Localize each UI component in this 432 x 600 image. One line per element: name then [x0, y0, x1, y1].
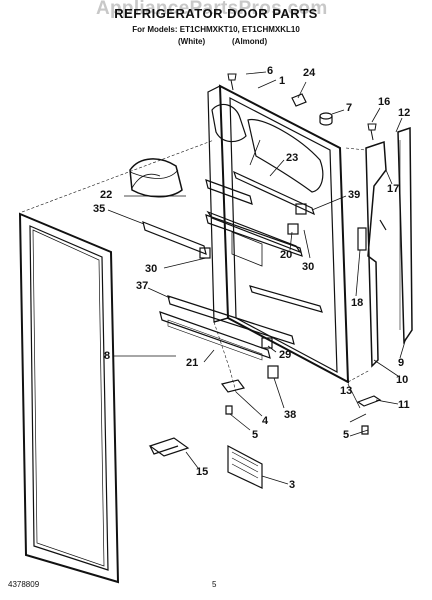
end-cap-38 [267, 365, 279, 379]
color-almond-label: (Almond) [232, 37, 268, 46]
callout-5-left: 5 [252, 429, 259, 441]
callout-35: 35 [93, 203, 106, 215]
shelf-retainer-bar-35 [142, 221, 207, 255]
callout-15: 15 [196, 466, 209, 478]
callout-39: 39 [348, 189, 361, 201]
callout-29: 29 [279, 349, 292, 361]
callout-11: 11 [398, 399, 410, 411]
assembly-dashed-lines [21, 139, 371, 393]
diagram-title: REFRIGERATOR DOOR PARTS [114, 6, 318, 21]
callout-21: 21 [186, 357, 199, 369]
leader-lines [107, 71, 407, 485]
callout-8: 8 [104, 350, 111, 362]
end-cap-39 [295, 203, 307, 215]
callout-20: 20 [280, 249, 293, 261]
screw-6 [227, 73, 237, 91]
callout-9: 9 [398, 357, 405, 369]
door-liner [205, 84, 350, 384]
egg-tray-15 [148, 437, 190, 457]
watermark: AppliancePartsPros.com [96, 0, 328, 19]
page-number: 5 [212, 580, 217, 589]
callout-4: 4 [262, 415, 269, 427]
door-shelf-bar-23 [232, 170, 316, 216]
callout-5-right: 5 [343, 429, 350, 441]
hinge-11 [356, 395, 382, 407]
screw-5a [225, 405, 233, 415]
clip-24 [291, 93, 307, 107]
door-handle-assembly [357, 123, 413, 368]
door-shelf-bar-upper [206, 210, 302, 254]
model-numbers: For Models: ET1CHMXKT10, ET1CHMXKL10 [132, 25, 300, 34]
callout-30-left: 30 [145, 263, 158, 275]
door-stop-4 [220, 379, 246, 393]
callout-30-right: 30 [302, 261, 315, 273]
callout-13: 13 [340, 385, 353, 397]
callout-23: 23 [286, 152, 299, 164]
callout-17: 17 [387, 183, 400, 195]
hinge-cover-3 [227, 445, 263, 489]
screw-5b [361, 425, 369, 435]
door-gasket [18, 212, 120, 584]
callout-16: 16 [378, 96, 391, 108]
callout-37: 37 [136, 280, 149, 292]
handle-insert-18 [357, 227, 367, 251]
callout-7: 7 [346, 102, 353, 114]
callout-18: 18 [351, 297, 364, 309]
callout-3: 3 [289, 479, 296, 491]
callout-10: 10 [396, 374, 409, 386]
callout-38: 38 [284, 409, 297, 421]
end-cap-29 [261, 337, 273, 349]
end-cap-20 [287, 223, 299, 235]
callout-24: 24 [303, 67, 316, 79]
callout-1: 1 [279, 75, 286, 87]
door-shelf-bar-21 [159, 311, 271, 359]
door-shelf-bar-37 [167, 295, 295, 345]
color-white-label: (White) [178, 37, 206, 46]
dairy-door [129, 158, 183, 198]
callout-6: 6 [267, 65, 274, 77]
callout-12: 12 [398, 107, 411, 119]
callout-22: 22 [100, 189, 113, 201]
document-number: 4378809 [8, 580, 40, 589]
plug-7 [319, 112, 333, 120]
